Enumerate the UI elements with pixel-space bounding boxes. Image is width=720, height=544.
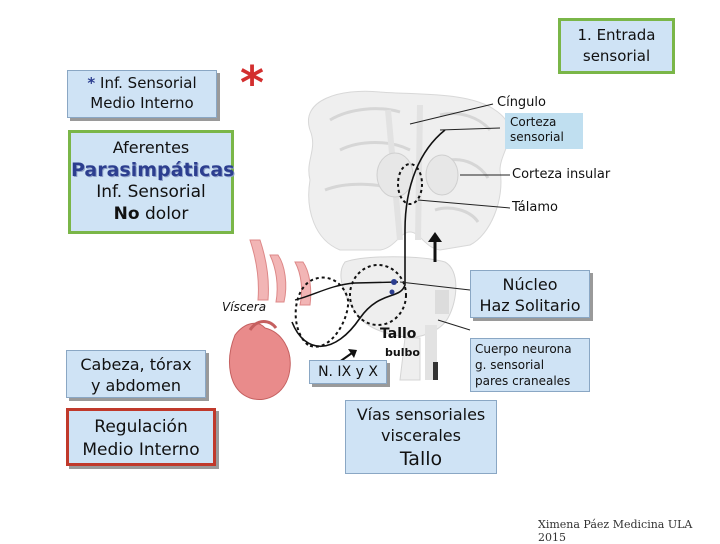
upward-arrow [428,232,442,262]
cingulo-label: Cíngulo [497,95,546,110]
credit-text: Ximena Páez Medicina ULA 2015 [538,518,693,544]
viscera-label: Víscera [222,300,267,314]
big-star-icon: * [240,56,265,110]
cabeza-box: Cabeza, tórax y abdomen [66,350,206,398]
star-icon: * [87,74,96,92]
corteza-sensorial-label: Corteza sensorial [510,115,564,145]
cuerpo-line-1: Cuerpo neurona [475,342,572,356]
aferentes-line-1: Aferentes [112,138,190,157]
talamo-leader [417,199,511,209]
nucleus-dot-2 [389,289,395,295]
corteza-sensorial-line-1: Corteza [510,115,557,129]
nucleus-dot [391,279,397,285]
regulacion-box: Regulación Medio Interno [66,408,216,466]
corteza-sensorial-highlight [505,113,583,149]
nervios-box: N. IX y X [309,360,387,384]
cuerpo-line-2: g. sensorial [475,358,545,372]
corteza-sensorial-line-2: sensorial [510,130,564,144]
thalamus-dotted-circle [397,163,423,205]
entrada-sensorial-box: 1. Entrada sensorial [558,18,675,74]
aferentes-line-3: Inf. Sensorial [96,182,206,202]
vias-box: Vías sensoriales viscerales Tallo [345,400,497,474]
nucleo-box: Núcleo Haz Solitario [470,270,590,318]
afferent-fiber-line [294,281,399,301]
bulbo-label: bulbo [385,346,420,359]
aferentes-line-2: Parasimpáticas [71,159,235,181]
cabeza-line-1: Cabeza, tórax [80,355,192,374]
cuerpo-leader [437,319,471,331]
cingulo-leader [409,103,494,125]
brainstem-illustration [340,256,457,381]
vias-line-1: Vías sensoriales [356,405,486,424]
viscera-dotted-outline [294,276,350,348]
sensory-pathway-line [291,129,446,347]
aferentes-no: No [113,204,140,224]
regulacion-line-2: Medio Interno [82,440,200,460]
cuerpo-line-3: pares craneales [475,374,571,388]
nucleo-line-2: Haz Solitario [479,296,581,315]
aferentes-box: Aferentes Parasimpáticas Inf. Sensorial … [68,130,234,234]
inf-line-2: Medio Interno [90,94,194,112]
entrada-line-2: sensorial [582,47,651,65]
brainstem-dotted-circle [349,264,407,326]
brain-section-illustration [307,90,511,251]
viscera-illustration [229,239,312,400]
vias-line-2: viscerales [381,426,461,445]
nucleo-line-1: Núcleo [502,275,558,294]
inf-sensorial-box: * Inf. Sensorial Medio Interno [67,70,217,118]
talamo-label: Tálamo [512,200,558,215]
regulacion-line-1: Regulación [94,417,188,437]
cuerpo-neurona-box: Cuerpo neurona g. sensorial pares cranea… [470,338,590,392]
vias-line-3: Tallo [399,448,443,470]
entrada-line-1: 1. Entrada [577,26,656,44]
inf-line-1: Inf. Sensorial [100,74,197,92]
cabeza-line-2: y abdomen [90,376,182,395]
corteza-insular-label: Corteza insular [512,167,611,182]
aferentes-dolor: dolor [139,204,189,224]
nucleo-leader [399,281,471,291]
corteza-sensorial-leader [439,127,501,131]
tallo-label: Tallo [380,326,417,342]
